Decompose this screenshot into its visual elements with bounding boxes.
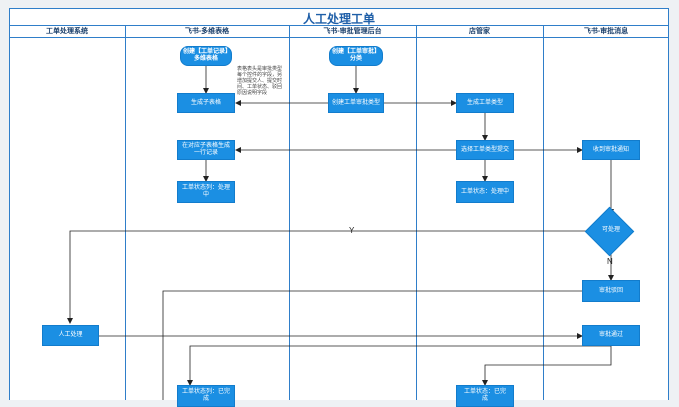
connector bbox=[187, 345, 611, 386]
lane-header-bitable: 飞书-多维表格 bbox=[184, 28, 230, 35]
diagram-title: 人工处理工单 bbox=[302, 12, 375, 26]
lane-header-ticket-system: 工单处理系统 bbox=[46, 28, 88, 35]
lane-divider bbox=[289, 25, 290, 400]
lane-divider bbox=[125, 25, 126, 400]
title-divider bbox=[9, 25, 669, 26]
new-row-node: 在对应子表格生成一行记录 bbox=[177, 140, 235, 160]
edge-label-yes: Y bbox=[349, 226, 355, 235]
status-processing-table-node: 工单状态列：处理中 bbox=[177, 181, 235, 203]
edge-label-no: N bbox=[607, 257, 613, 266]
field-note: 表格表头是审批类型 每个控件的字段，另 增加提交人、提交时 间、工单状态、驳回 … bbox=[237, 66, 283, 96]
manual-processing-node: 人工处理 bbox=[42, 325, 99, 346]
lane-header-approval-message: 飞书-审批消息 bbox=[583, 28, 629, 35]
decision-label: 可处理 bbox=[601, 227, 620, 233]
swimlane-frame bbox=[9, 8, 669, 400]
lane-divider bbox=[543, 25, 544, 400]
status-processing-store-node: 工单状态：处理中 bbox=[456, 181, 514, 203]
connector bbox=[67, 230, 586, 324]
status-done-store-node: 工单状态：已完成 bbox=[456, 385, 514, 407]
lane-divider bbox=[416, 25, 417, 400]
receive-notice-node: 收到审批通知 bbox=[582, 140, 640, 160]
create-record-node: 创建【工单记录】多维表格 bbox=[180, 46, 232, 66]
connector bbox=[482, 346, 612, 386]
create-approval-type-node: 创建工单审批类型 bbox=[328, 93, 384, 113]
gen-subtable-node: 生成子表格 bbox=[177, 93, 235, 113]
approve-node: 审批通过 bbox=[582, 325, 640, 346]
gen-type-node: 生成工单类型 bbox=[456, 93, 514, 113]
status-done-table-node: 工单状态列：已完成 bbox=[177, 385, 235, 407]
lane-header-approval-admin: 飞书-审批管理后台 bbox=[323, 28, 382, 35]
select-submit-node: 选择工单类型提交 bbox=[456, 140, 514, 160]
lane-header-divider bbox=[9, 37, 669, 38]
reject-node: 审批驳回 bbox=[582, 280, 640, 302]
connector bbox=[162, 290, 582, 400]
create-approval-node: 创建【工单审批】分类 bbox=[329, 46, 383, 66]
lane-header-store-manager: 店管家 bbox=[469, 28, 490, 35]
